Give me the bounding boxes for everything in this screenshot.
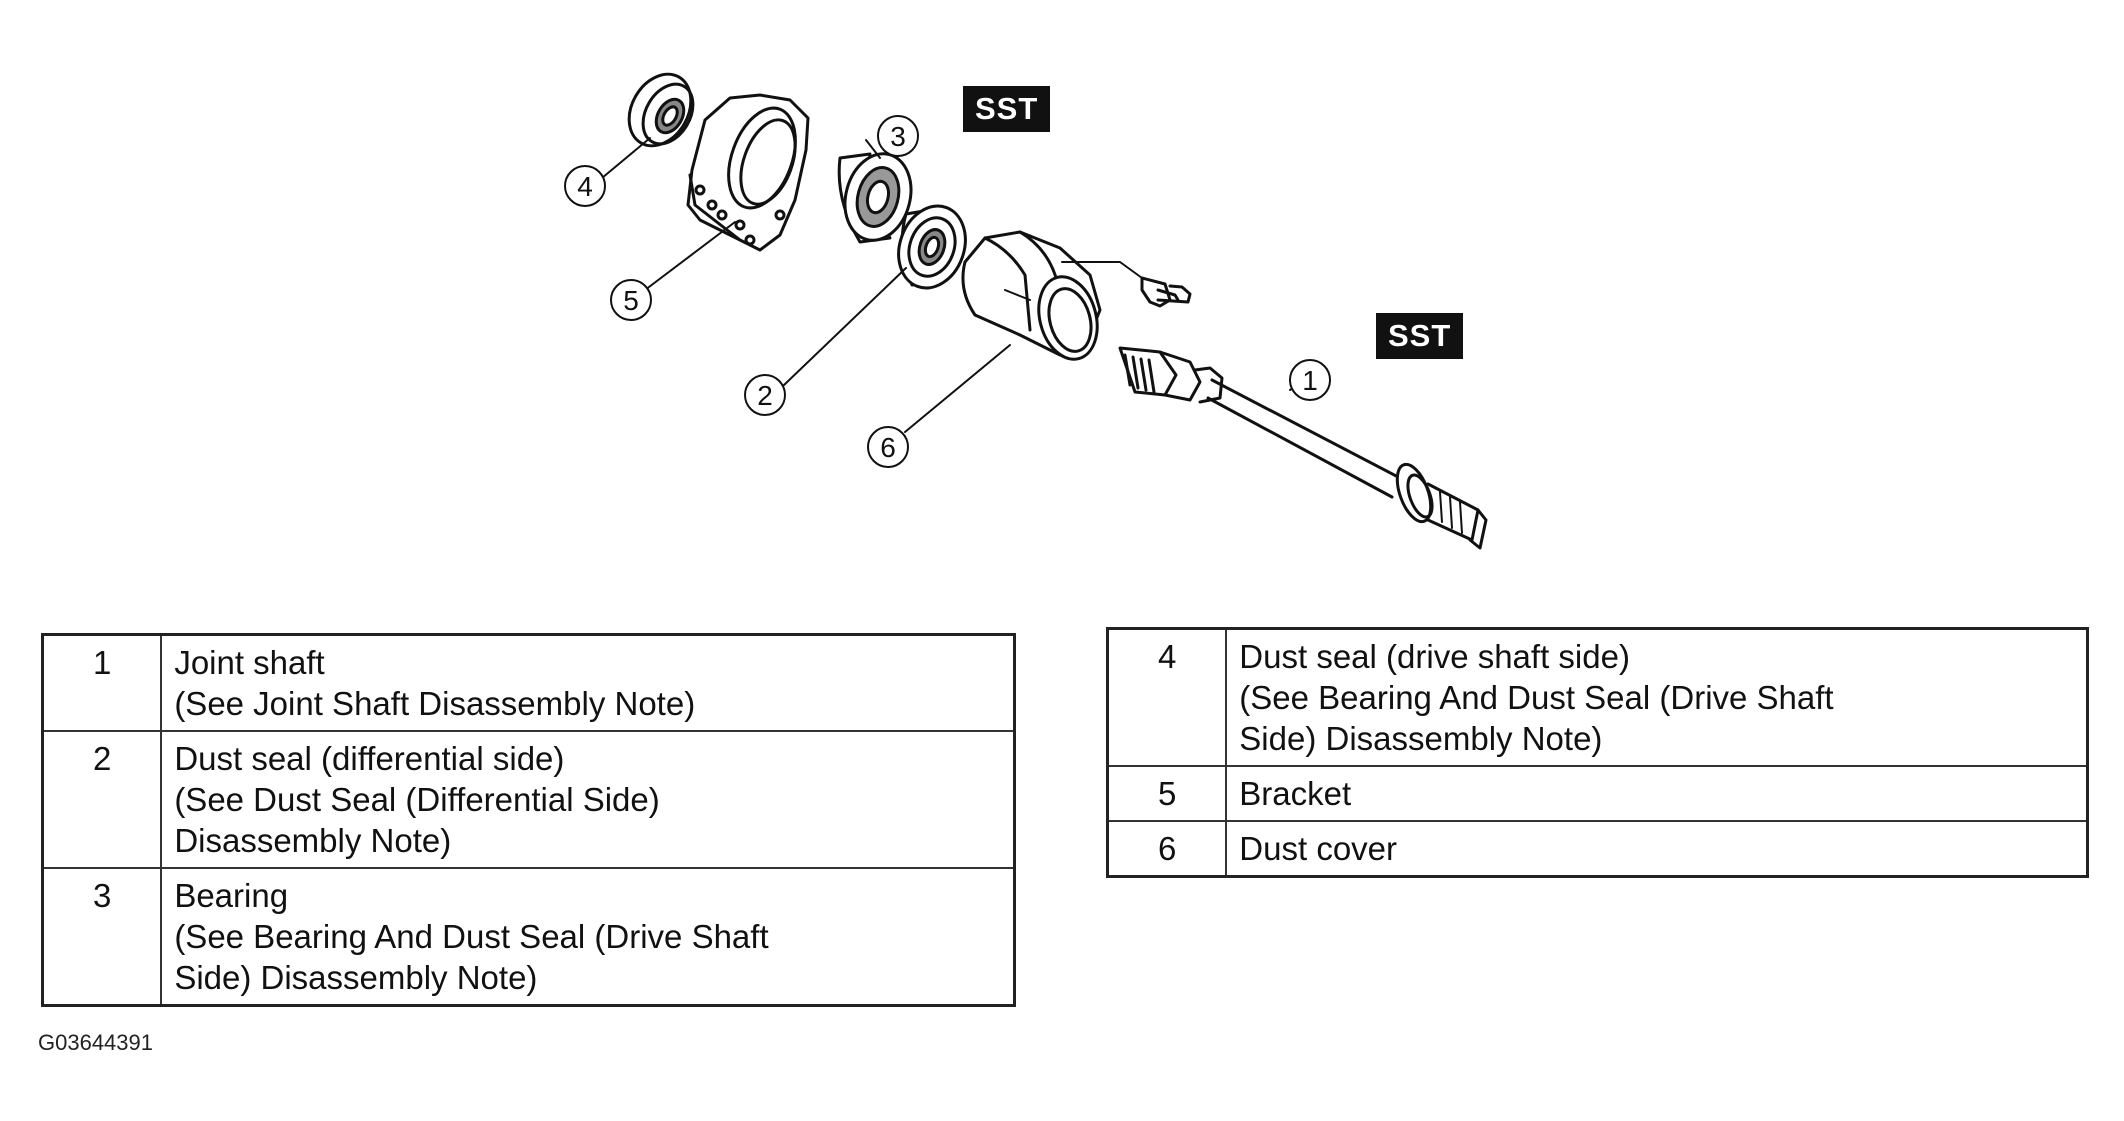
sst-badge-shaft: SST — [1376, 313, 1464, 359]
part-name: Bracket — [1239, 775, 1352, 812]
part-number: 6 — [1106, 820, 1228, 878]
callout-1: 1 — [1289, 359, 1331, 401]
part-note: (See Joint Shaft Disassembly Note) — [174, 685, 696, 722]
exploded-parts-diagram: 4 5 3 2 6 1 — [564, 72, 1488, 550]
joint-shaft-part — [1118, 346, 1488, 550]
part-description: Dust seal (drive shaft side) (See Bearin… — [1225, 627, 2089, 767]
sst-badge-top: SST — [963, 86, 1051, 132]
callout-6: 6 — [867, 426, 909, 468]
part-name: Bearing — [174, 877, 289, 914]
part-number: 1 — [41, 633, 163, 732]
table-row: 2 Dust seal (differential side) (See Dus… — [41, 730, 1016, 869]
svg-text:4: 4 — [577, 171, 593, 202]
bolt-part — [1061, 261, 1192, 308]
part-name: Dust cover — [1239, 830, 1398, 867]
bracket-part — [686, 93, 810, 252]
part-description: Dust seal (differential side) (See Dust … — [160, 730, 1016, 869]
part-name: Dust seal (differential side) — [174, 740, 565, 777]
parts-legend-table-left: 1 Joint shaft (See Joint Shaft Disassemb… — [41, 633, 1016, 1007]
part-number: 3 — [41, 867, 163, 1007]
part-note: (See Bearing And Dust Seal (Drive Shaft — [1239, 679, 1834, 716]
part-name: Joint shaft — [174, 644, 325, 681]
callout-2: 2 — [744, 374, 786, 416]
callout-4: 4 — [564, 165, 606, 207]
svg-text:2: 2 — [757, 380, 773, 411]
parts-legend-table-right: 4 Dust seal (drive shaft side) (See Bear… — [1106, 627, 2089, 878]
table-row: 5 Bracket — [1106, 765, 2089, 822]
part-name: Dust seal (drive shaft side) — [1239, 638, 1630, 675]
part-note: Side) Disassembly Note) — [1239, 720, 1603, 757]
svg-text:3: 3 — [890, 121, 906, 152]
part-number: 4 — [1106, 627, 1228, 767]
figure-id: G03644391 — [38, 1030, 153, 1055]
table-row: 3 Bearing (See Bearing And Dust Seal (Dr… — [41, 867, 1016, 1007]
part-note: (See Dust Seal (Differential Side) — [174, 781, 660, 818]
table-row: 4 Dust seal (drive shaft side) (See Bear… — [1106, 627, 2089, 767]
callout-5: 5 — [610, 279, 652, 321]
part-note: (See Bearing And Dust Seal (Drive Shaft — [174, 918, 769, 955]
part-description: Joint shaft (See Joint Shaft Disassembly… — [160, 633, 1016, 732]
part-description: Dust cover — [1225, 820, 2089, 878]
part-description: Bracket — [1225, 765, 2089, 822]
leader-lines — [601, 137, 1323, 433]
dust-cover-part — [961, 230, 1102, 361]
svg-text:6: 6 — [880, 432, 896, 463]
part-number: 2 — [41, 730, 163, 869]
part-note: Disassembly Note) — [174, 822, 452, 859]
svg-text:5: 5 — [623, 285, 639, 316]
part-description: Bearing (See Bearing And Dust Seal (Driv… — [160, 867, 1016, 1007]
part-number: 5 — [1106, 765, 1228, 822]
part-note: Side) Disassembly Note) — [174, 959, 538, 996]
table-row: 6 Dust cover — [1106, 820, 2089, 878]
table-row: 1 Joint shaft (See Joint Shaft Disassemb… — [41, 633, 1016, 732]
dust-seal-drive-shaft-side-part — [627, 72, 695, 148]
bearing-part — [837, 152, 913, 244]
svg-text:1: 1 — [1302, 365, 1318, 396]
callout-3: 3 — [877, 115, 919, 157]
dust-seal-differential-side-part — [897, 204, 967, 290]
